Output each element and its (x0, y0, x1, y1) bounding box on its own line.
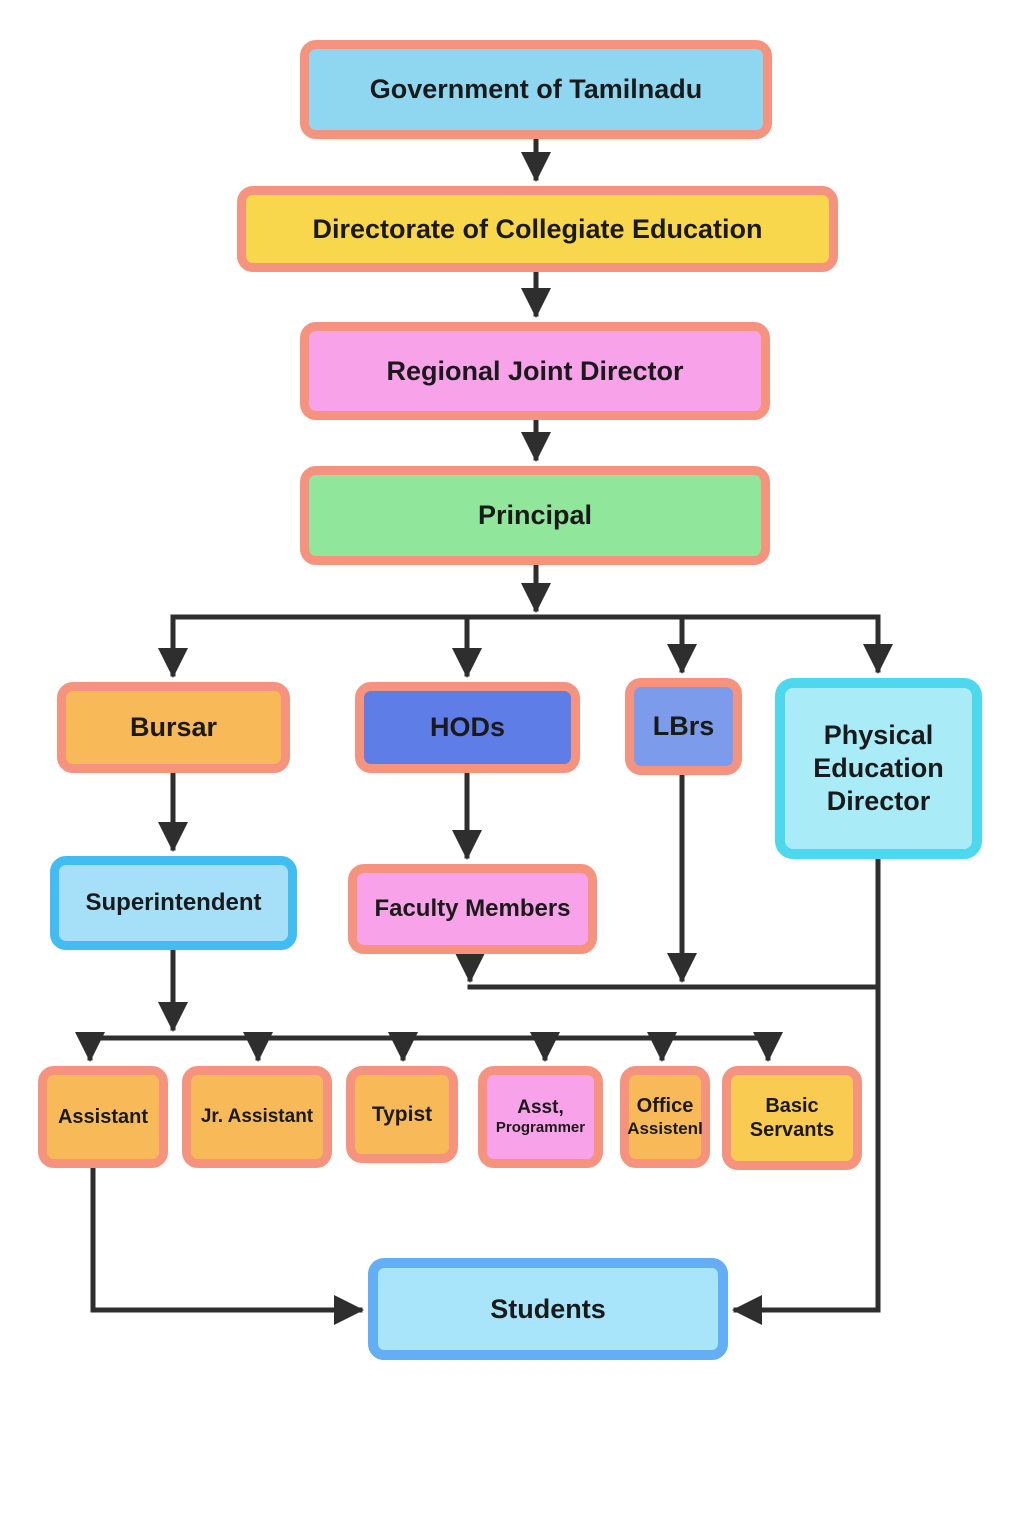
node-typist: Typist (346, 1066, 458, 1163)
node-label: Faculty Members (374, 895, 571, 923)
node-label: Assistant (57, 1105, 149, 1128)
node-asst-programmer: Asst, Programmer (478, 1066, 603, 1168)
node-label-line1: Office (636, 1095, 694, 1118)
node-office-assistant: Office Assistenl (620, 1066, 710, 1168)
node-physical-education-director: Physical Education Director (775, 678, 982, 859)
node-assistant: Assistant (38, 1066, 168, 1168)
node-label: HODs (429, 712, 505, 743)
node-label: Principal (477, 500, 593, 531)
node-bursar: Bursar (57, 682, 290, 773)
connector-assistant-to-students (90, 1165, 365, 1325)
node-label: Typist (371, 1102, 433, 1126)
node-label: LBrs (652, 711, 715, 742)
node-label: Superintendent (85, 889, 262, 917)
node-superintendent: Superintendent (50, 856, 297, 950)
node-label: Regional Joint Director (386, 355, 684, 386)
node-label: Bursar (129, 712, 218, 743)
node-label: Government of Tamilnadu (369, 74, 703, 105)
node-regional-joint-director: Regional Joint Director (300, 322, 770, 420)
node-government: Government of Tamilnadu (300, 40, 772, 139)
node-faculty-members: Faculty Members (348, 864, 597, 954)
node-hods: HODs (355, 682, 580, 773)
node-jr-assistant: Jr. Assistant (182, 1066, 332, 1168)
node-label: Jr. Assistant (200, 1106, 314, 1128)
node-label: Basic Servants (749, 1094, 835, 1141)
node-directorate: Directorate of Collegiate Education (237, 186, 838, 272)
node-label-line2: Assistenl (627, 1118, 703, 1138)
node-lbrs: LBrs (625, 678, 742, 775)
node-students: Students (368, 1258, 728, 1360)
node-label: Physical Education Director (813, 720, 944, 816)
node-label: Students (490, 1293, 606, 1324)
node-label-line2: Programmer (495, 1119, 586, 1137)
node-label-line1: Asst, (517, 1097, 564, 1119)
node-principal: Principal (300, 466, 770, 565)
node-label: Directorate of Collegiate Education (312, 213, 763, 244)
node-basic-servants: Basic Servants (722, 1066, 862, 1170)
